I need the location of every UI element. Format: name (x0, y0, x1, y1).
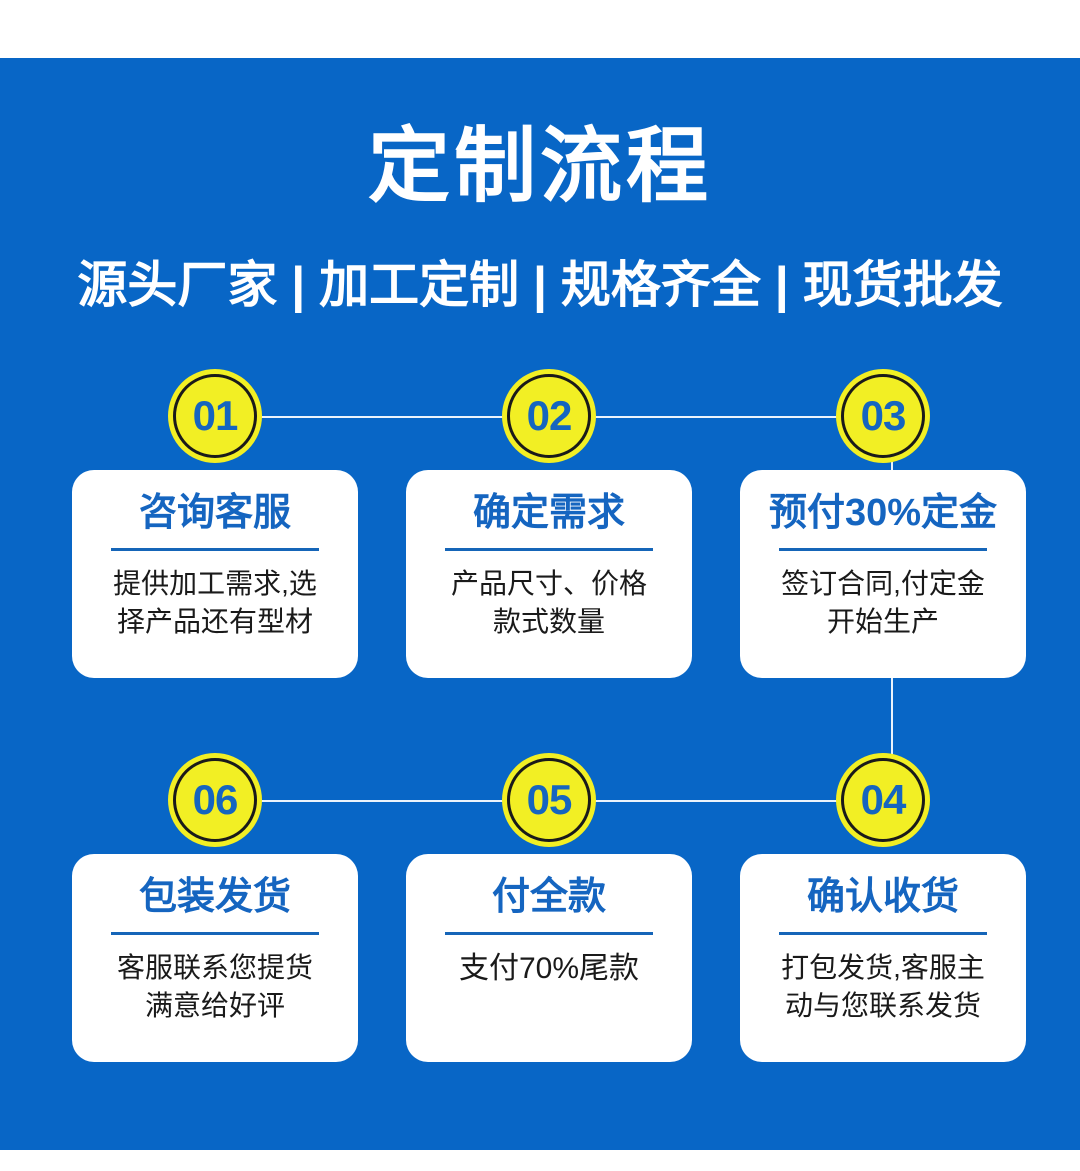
step-card-05-title: 付全款 (491, 876, 606, 918)
connector-line-02-to-03 (584, 416, 856, 418)
step-badge-03-label: 03 (860, 392, 907, 439)
step-card-05-body-line-1: 支付70%尾款 (458, 951, 640, 985)
step-card-01-body-line-1: 提供加工需求,选 (113, 567, 317, 599)
step-badge-05[interactable]: 05 (507, 758, 591, 842)
step-card-02-body-line-1: 产品尺寸、价格 (450, 567, 647, 599)
step-card-04-body-line-2: 动与您联系发货 (784, 989, 981, 1021)
step-badge-04[interactable]: 04 (841, 758, 925, 842)
step-card-01-body: 提供加工需求,选 择产品还有型材 (90, 565, 340, 641)
page-subtitle: 源头厂家 | 加工定制 | 规格齐全 | 现货批发 (77, 257, 1003, 313)
step-card-06-body: 客服联系您提货 满意给好评 (90, 949, 340, 1025)
step-card-02[interactable]: 确定需求 产品尺寸、价格 款式数量 (406, 470, 692, 678)
step-card-03-divider (779, 547, 987, 551)
step-badge-04-label: 04 (860, 776, 907, 823)
step-badge-05-label: 05 (526, 776, 573, 823)
step-card-02-title: 确定需求 (472, 492, 625, 534)
step-card-04-divider (779, 931, 987, 935)
step-card-03-title: 预付30%定金 (768, 492, 998, 534)
step-card-06-body-line-2: 满意给好评 (144, 989, 285, 1021)
step-card-01-title: 咨询客服 (138, 492, 291, 534)
step-badge-06[interactable]: 06 (173, 758, 257, 842)
step-card-06[interactable]: 包装发货 客服联系您提货 满意给好评 (72, 854, 358, 1062)
step-card-03-body-line-1: 签订合同,付定金 (781, 567, 985, 599)
step-card-04-title: 确认收货 (806, 876, 959, 918)
step-card-04[interactable]: 确认收货 打包发货,客服主 动与您联系发货 (740, 854, 1026, 1062)
step-badge-06-label: 06 (192, 776, 239, 823)
connector-line-01-to-02 (250, 416, 520, 418)
step-card-05[interactable]: 付全款 支付70%尾款 (406, 854, 692, 1062)
step-badge-01[interactable]: 01 (173, 374, 257, 458)
step-card-01[interactable]: 咨询客服 提供加工需求,选 择产品还有型材 (72, 470, 358, 678)
step-card-06-body-line-1: 客服联系您提货 (116, 951, 313, 983)
step-badge-02-label: 02 (526, 392, 573, 439)
step-card-05-divider (445, 931, 653, 935)
connector-line-05-to-06 (250, 800, 520, 802)
step-card-06-divider (111, 931, 319, 935)
step-card-03-body: 签订合同,付定金 开始生产 (758, 565, 1008, 641)
step-card-02-divider (445, 547, 653, 551)
step-card-03[interactable]: 预付30%定金 签订合同,付定金 开始生产 (740, 470, 1026, 678)
step-badge-01-label: 01 (192, 392, 239, 439)
step-card-06-title: 包装发货 (138, 876, 291, 918)
step-card-04-body-line-1: 打包发货,客服主 (781, 951, 985, 983)
step-card-02-body-line-2: 款式数量 (492, 605, 605, 637)
step-card-05-body: 支付70%尾款 (424, 949, 674, 990)
step-card-02-body: 产品尺寸、价格 款式数量 (424, 565, 674, 641)
step-card-03-body-line-2: 开始生产 (826, 605, 939, 637)
step-badge-02[interactable]: 02 (507, 374, 591, 458)
step-card-01-body-line-2: 择产品还有型材 (116, 605, 313, 637)
step-card-01-divider (111, 547, 319, 551)
step-badge-03[interactable]: 03 (841, 374, 925, 458)
step-card-04-body: 打包发货,客服主 动与您联系发货 (758, 949, 1008, 1025)
connector-line-04-to-05 (584, 800, 856, 802)
page-title: 定制流程 (367, 121, 712, 212)
